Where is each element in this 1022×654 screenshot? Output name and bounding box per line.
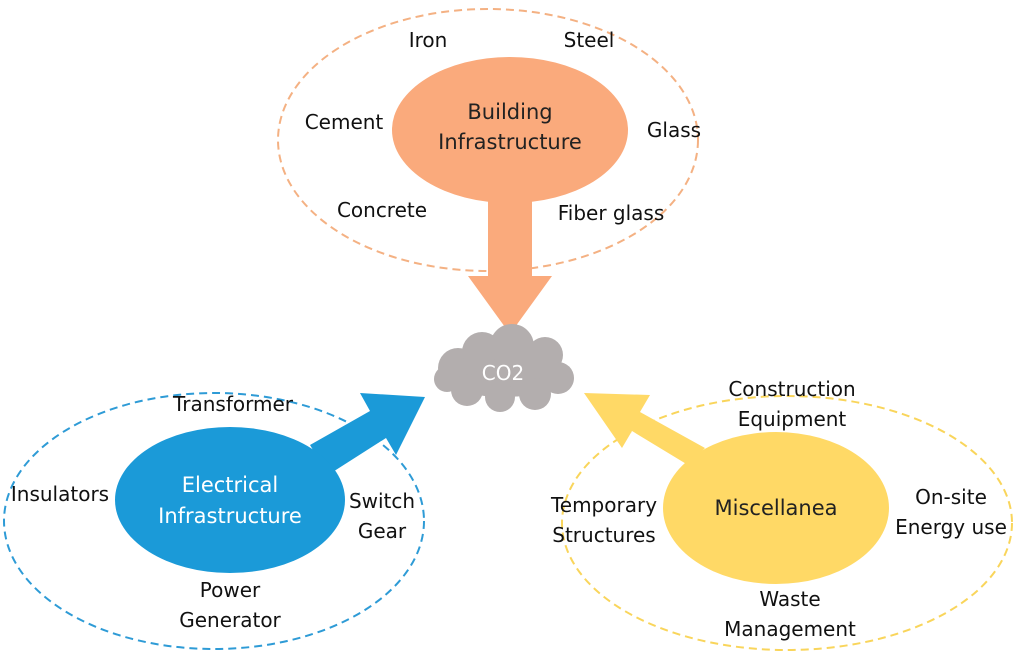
- misc-item-temporary-structures: Temporary Structures: [550, 493, 658, 547]
- building-item-fiber-glass: Fiber glass: [557, 201, 665, 225]
- building-item-steel: Steel: [563, 28, 615, 52]
- electrical-group-outline: [3, 392, 425, 650]
- building-item-glass: Glass: [646, 118, 702, 142]
- misc-title: Miscellanea: [714, 496, 838, 520]
- building-group-outline: [277, 8, 699, 272]
- electrical-item-switch-gear: Switch Gear: [348, 489, 416, 543]
- building-hub: [392, 57, 628, 203]
- electrical-arrow: [310, 393, 425, 475]
- electrical-title-line2: Infrastructure: [158, 504, 302, 528]
- building-arrow: [468, 200, 552, 334]
- electrical-item-insulators: Insulators: [10, 482, 110, 506]
- misc-arrow: [584, 393, 705, 465]
- misc-item-construction-equipment: Construction Equipment: [728, 377, 856, 431]
- electrical-item-transformer: Transformer: [172, 392, 293, 416]
- building-item-iron: Iron: [408, 28, 448, 52]
- misc-group-outline: [561, 395, 1013, 651]
- electrical-item-power-generator: Power Generator: [179, 578, 281, 632]
- building-item-cement: Cement: [304, 110, 384, 134]
- building-title-line2: Infrastructure: [438, 130, 582, 154]
- misc-item-onsite-energy: On-site Energy use: [895, 485, 1007, 539]
- electrical-title-line1: Electrical: [181, 473, 279, 497]
- misc-item-waste-management: Waste Management: [724, 587, 856, 641]
- co2-label: CO2: [481, 361, 525, 385]
- misc-hub: [663, 432, 889, 584]
- co2-cloud-icon: [434, 324, 574, 412]
- building-item-concrete: Concrete: [336, 198, 428, 222]
- electrical-hub: [115, 427, 345, 573]
- building-title-line1: Building: [467, 100, 553, 124]
